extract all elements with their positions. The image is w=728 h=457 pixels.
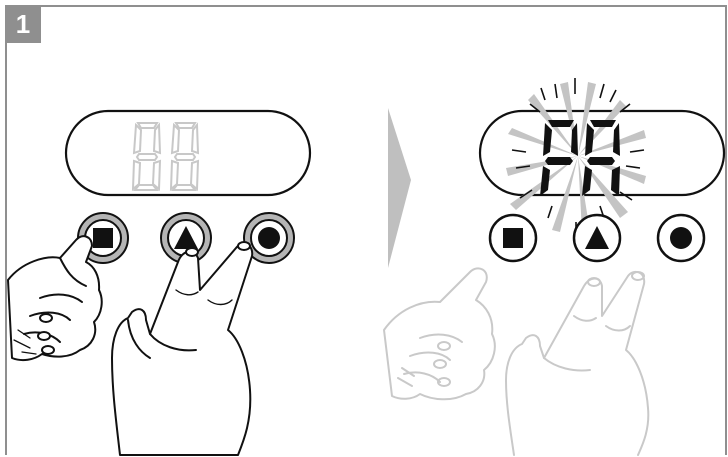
hand-icon [112, 242, 252, 455]
circle-icon [258, 227, 280, 249]
arrow-icon [388, 108, 411, 268]
square-icon [503, 228, 523, 248]
triangle-button-right [574, 215, 620, 261]
hand-icon [384, 268, 495, 399]
hand-icon [8, 236, 102, 360]
hand-icon [506, 272, 648, 455]
panel-after [384, 78, 724, 455]
square-icon [93, 228, 113, 248]
circle-button-right [658, 215, 704, 261]
square-button-right [490, 215, 536, 261]
panel-before [8, 111, 310, 455]
circle-icon [670, 227, 692, 249]
